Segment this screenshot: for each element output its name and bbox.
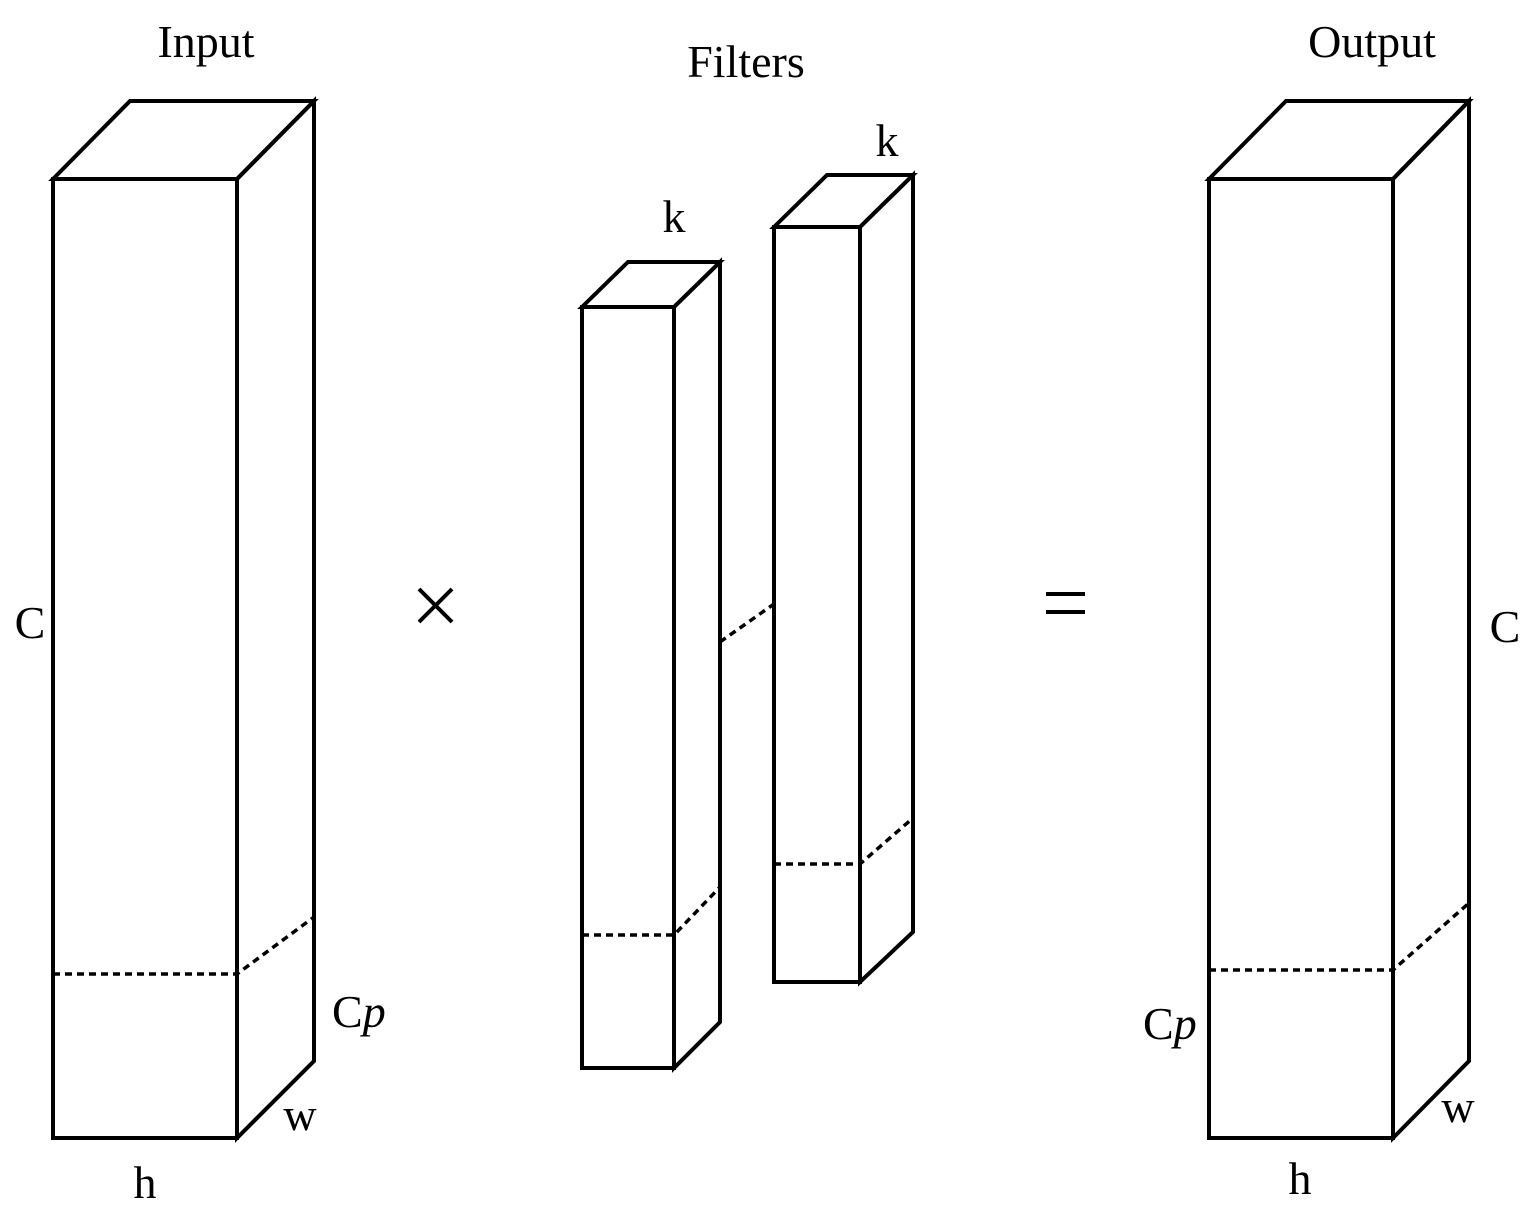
- multiply-operator: [417, 587, 454, 624]
- output-block: [1204, 96, 1474, 1143]
- output-title: Output: [1308, 16, 1436, 67]
- output-block-side-face: [1391, 96, 1471, 1143]
- filter-2-front-face: [772, 225, 862, 984]
- output-partial-channel-divider: [1209, 901, 1471, 972]
- input-height-label: h: [134, 1157, 157, 1208]
- filters-title: Filters: [687, 36, 805, 87]
- output-partial-channel-italic: p: [1171, 998, 1197, 1049]
- filter-1-front-face: [580, 305, 676, 1070]
- filter-1-kernel-label: k: [663, 191, 686, 242]
- filter-2-partial-divider: [774, 816, 915, 866]
- output-block-front-face: [1207, 177, 1395, 1140]
- filter-2-side-face: [858, 170, 915, 987]
- output-channel-label: C: [1490, 601, 1521, 652]
- multiply-stroke-b: [417, 587, 454, 624]
- filter-2-kernel-label: k: [876, 115, 899, 166]
- input-block-side-face: [235, 96, 316, 1143]
- input-partial-channel-italic: p: [360, 986, 386, 1037]
- input-channel-label: C: [15, 597, 46, 648]
- filters-ellipsis-connector: [718, 602, 776, 644]
- input-partial-channel-label: Cp: [332, 986, 386, 1037]
- filter-1-side-face: [672, 257, 722, 1073]
- input-partial-channel-main: C: [332, 986, 363, 1037]
- filter-1: [577, 257, 725, 1073]
- input-partial-channel-divider: [53, 915, 316, 976]
- output-partial-channel-label: Cp: [1143, 998, 1197, 1049]
- input-width-label: w: [283, 1089, 317, 1140]
- equals-operator: [1046, 592, 1085, 614]
- filter-2-top-face: [769, 173, 918, 229]
- input-title: Input: [157, 16, 254, 67]
- input-block-front-face: [51, 177, 239, 1140]
- filter-2: [769, 170, 918, 987]
- output-height-label: h: [1289, 1153, 1312, 1204]
- input-block: [48, 96, 319, 1143]
- output-width-label: w: [1441, 1081, 1475, 1132]
- output-partial-channel-main: C: [1143, 998, 1174, 1049]
- filter-1-partial-divider: [582, 885, 722, 937]
